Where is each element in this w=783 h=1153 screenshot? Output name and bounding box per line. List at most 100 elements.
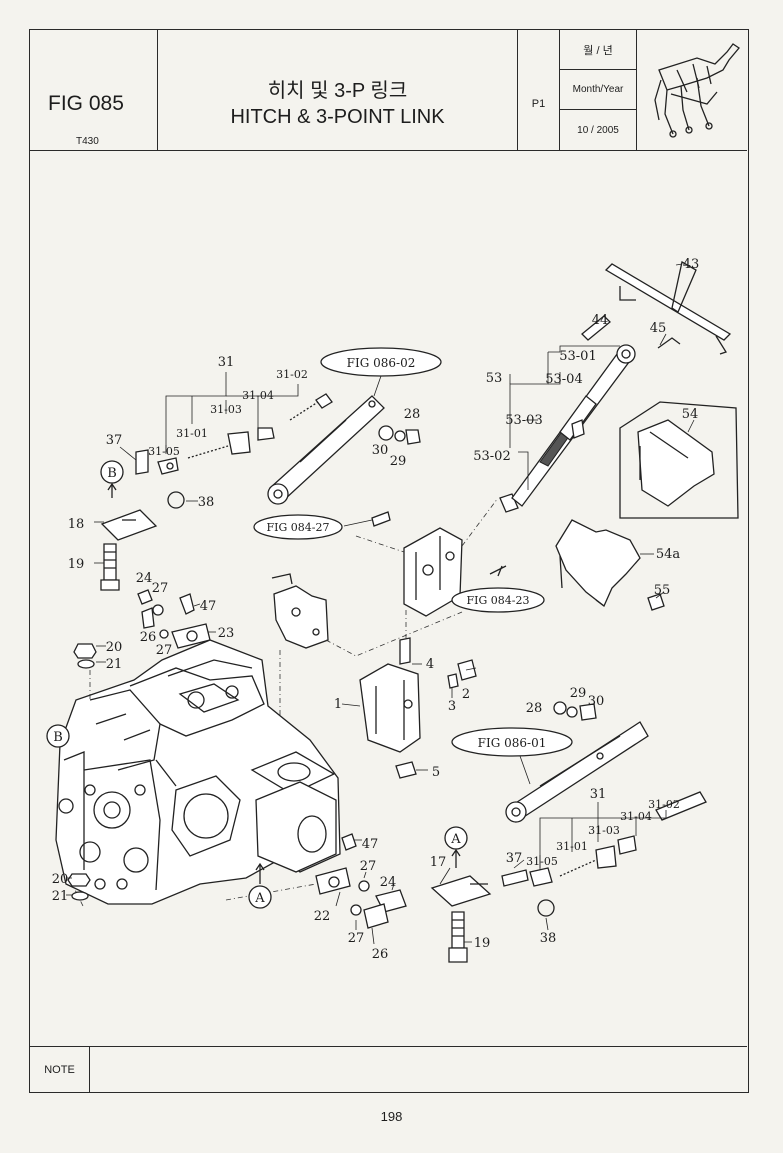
callout-29-lower: 29 <box>570 686 587 701</box>
callout-27-upper-a: 27 <box>152 581 169 596</box>
callout-47-lower: 47 <box>362 837 379 852</box>
fig-ref-086-01-label: FIG 086-01 <box>478 736 547 750</box>
date-value: 10 / 2005 <box>577 124 619 136</box>
callout-53-01: 53-01 <box>559 349 596 364</box>
callout-55: 55 <box>654 583 671 598</box>
callout-26-upper: 26 <box>140 630 157 645</box>
view-marker-a-right: A <box>450 832 461 847</box>
top-link-leaders <box>509 345 620 490</box>
pin-44-clip-45-bracket-43 <box>581 260 732 355</box>
date-label-korean: 월 / 년 <box>560 30 636 70</box>
callout-5: 5 <box>432 765 440 780</box>
callout-22: 22 <box>314 909 331 924</box>
fig-ref-084-27-label: FIG 084-27 <box>267 521 330 534</box>
fig-ref-084-23: FIG 084-23 <box>451 587 545 613</box>
callout-20-lower: 20 <box>52 872 69 887</box>
callout-47-upper: 47 <box>200 599 217 614</box>
callout-31-01-lower: 31-01 <box>556 840 588 853</box>
callout-31-lower: 31 <box>590 787 607 802</box>
callout-38-upper: 38 <box>198 495 215 510</box>
hardware-upper-left <box>137 589 216 649</box>
fig-cell: FIG 085 T430 <box>30 30 158 150</box>
hardware-lower <box>225 833 407 945</box>
callout-31-05-lower: 31-05 <box>526 855 558 868</box>
callout-19-lower: 19 <box>474 936 491 951</box>
view-markers: B B A A <box>46 460 468 909</box>
callout-30-lower: 30 <box>588 694 605 709</box>
callout-28-lower: 28 <box>526 701 543 716</box>
part-callouts: 31 31-02 31-04 31-03 31-01 31-05 37 38 1… <box>52 257 700 962</box>
title-english: HITCH & 3-POINT LINK <box>230 106 445 128</box>
fig-ref-086-02: FIG 086-02 <box>320 347 442 397</box>
callout-21-lower: 21 <box>52 889 69 904</box>
callout-31-01-upper: 31-01 <box>176 427 208 440</box>
callout-27-upper-b: 27 <box>156 643 173 658</box>
header: FIG 085 T430 히치 및 3-P 링크 HITCH & 3-POINT… <box>30 30 747 151</box>
callout-45: 45 <box>650 321 667 336</box>
thumbnail-cell <box>637 30 747 150</box>
lower-link-assembly-upper <box>135 393 385 509</box>
callout-31-04-upper: 31-04 <box>242 389 274 402</box>
callout-31-03-lower: 31-03 <box>588 824 620 837</box>
callout-20-upper: 20 <box>106 640 123 655</box>
fig-ref-086-02-label: FIG 086-02 <box>347 356 416 370</box>
callout-31-upper: 31 <box>218 355 235 370</box>
callout-43: 43 <box>683 257 700 272</box>
callout-27-lower-a: 27 <box>360 859 377 874</box>
note-label: NOTE <box>30 1047 90 1092</box>
center-bracket-assembly <box>343 497 507 617</box>
title-cell: 히치 및 3-P 링크 HITCH & 3-POINT LINK <box>158 30 518 150</box>
callout-31-02-lower: 31-02 <box>648 798 680 811</box>
callout-53-02: 53-02 <box>473 449 510 464</box>
model-code: T430 <box>76 136 99 147</box>
view-marker-a-lower: A <box>254 891 265 906</box>
callout-44: 44 <box>592 313 609 328</box>
nuts-20-21 <box>66 643 106 901</box>
callout-3: 3 <box>448 699 456 714</box>
fig-ref-086-01: FIG 086-01 <box>451 727 573 785</box>
top-link-53 <box>499 344 636 513</box>
note-row: NOTE <box>30 1046 747 1092</box>
callout-18: 18 <box>68 517 85 532</box>
fig-ref-084-27: FIG 084-27 <box>253 514 343 540</box>
callout-2: 2 <box>462 687 470 702</box>
fig-number: FIG 085 <box>48 92 124 115</box>
callout-54a: 54a <box>656 547 681 562</box>
view-marker-b-lower: B <box>53 730 63 745</box>
page-code: P1 <box>531 98 546 110</box>
hardware-28-29-30-upper <box>378 425 421 445</box>
page-cell: P1 <box>518 30 560 150</box>
guard-54-inset <box>619 401 739 519</box>
callout-38-lower: 38 <box>540 931 557 946</box>
date-cell: 월 / 년 Month/Year 10 / 2005 <box>560 30 637 150</box>
callout-37-lower: 37 <box>506 851 523 866</box>
callout-19-upper: 19 <box>68 557 85 572</box>
callout-28-upper: 28 <box>404 407 421 422</box>
tractor-hitch-thumbnail-icon <box>654 43 740 138</box>
fig-ref-084-23-label: FIG 084-23 <box>467 594 530 607</box>
callout-23: 23 <box>218 626 235 641</box>
page-number: 198 <box>380 1109 403 1124</box>
hitch-plate-18 <box>100 509 158 591</box>
callout-31-02-upper: 31-02 <box>276 368 308 381</box>
callout-24-upper: 24 <box>136 571 153 586</box>
callout-31-03-upper: 31-03 <box>210 403 242 416</box>
lower-link-leaders <box>513 802 667 931</box>
callout-54: 54 <box>682 407 699 422</box>
callout-53-03: 53-03 <box>505 413 542 428</box>
guard-54a <box>555 519 665 611</box>
callout-31-05-upper: 31-05 <box>148 445 180 458</box>
callout-26-lower: 26 <box>372 947 389 962</box>
callout-4: 4 <box>426 657 434 672</box>
page-frame: FIG 085 T430 히치 및 3-P 링크 HITCH & 3-POINT… <box>29 29 749 1093</box>
callout-31-04-lower: 31-04 <box>620 810 652 823</box>
transmission-housing <box>55 639 341 909</box>
title-korean: 히치 및 3-P 링크 <box>267 80 408 102</box>
callout-30-upper: 30 <box>372 443 389 458</box>
date-label-english: Month/Year <box>560 70 636 110</box>
callout-24-lower: 24 <box>380 875 397 890</box>
lower-link-assembly-lower <box>501 701 707 917</box>
callout-27-lower-b: 27 <box>348 931 365 946</box>
callout-17: 17 <box>430 855 447 870</box>
